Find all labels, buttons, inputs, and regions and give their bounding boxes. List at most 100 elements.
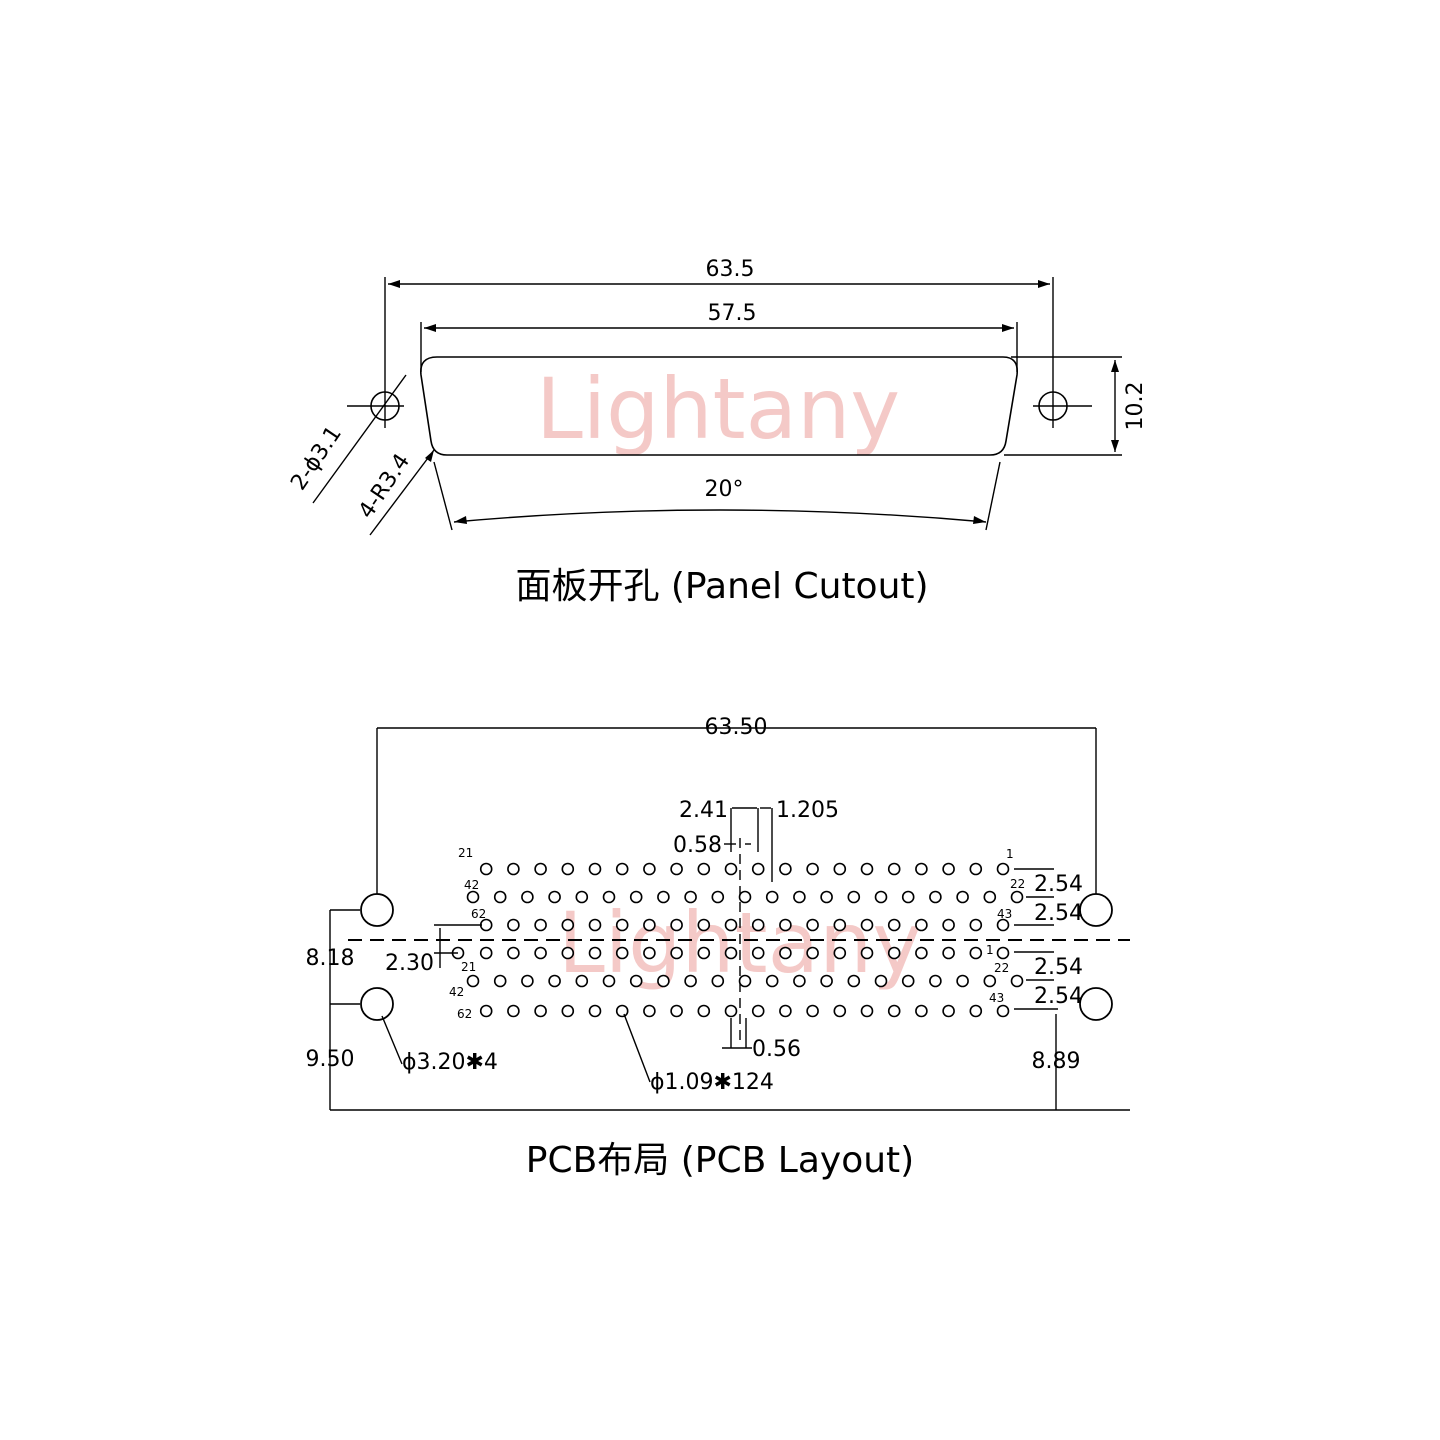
dim-230-label: 2.30 [385,951,434,976]
pin-hole [697,1004,711,1018]
pin-hole [793,890,806,904]
pin-hole-leader: ϕ1.09✱124 [623,1013,774,1095]
pin-hole [724,1004,738,1018]
pin-hole [629,890,643,904]
dim-889-label: 8.89 [1032,1049,1081,1074]
pin-hole [765,890,779,904]
pin-hole [724,918,738,932]
pin-hole [615,918,629,932]
pin-hole [1010,974,1024,988]
pin-hole [765,974,779,988]
pin-hole [887,862,901,876]
pin-hole [793,974,806,988]
dim-pitch-label: 2.54 [1034,872,1083,897]
dim-pin-hole-label: ϕ1.09✱124 [650,1070,774,1095]
pin-hole [887,918,901,932]
mount-hole-leader: ϕ3.20✱4 [381,1015,498,1075]
dim-shell-width: 57.5 [420,301,1018,372]
pcb-layout-view: Lightany 63.50 2.41 1.205 [306,715,1130,1181]
pin-hole [847,974,861,988]
pin-hole [643,1004,656,1018]
dim-hole-label: 2-ϕ3.1 [286,422,347,495]
pin-hole [996,862,1010,876]
pin-hole [629,974,643,988]
pin-hole [534,862,547,876]
pin-hole [507,946,520,960]
pin-hole [806,918,819,932]
dim-left-vertical: 8.18 9.50 [306,909,360,1110]
pin-hole [983,974,997,988]
pin-hole [493,890,507,904]
dim-241-label: 2.41 [679,798,728,823]
pin-hole [534,946,547,960]
pin-hole [929,890,942,904]
pin-hole [615,946,629,960]
pin-hole [956,890,969,904]
pin-hole [779,1004,792,1018]
pin-hole [996,918,1010,932]
pin-hole [996,1004,1010,1018]
pin-hole [779,862,792,876]
pin-hole [887,1004,901,1018]
pin-hole [561,1004,575,1018]
dim-230: 2.30 [385,924,482,976]
dim-818-label: 8.18 [306,946,355,971]
pin-hole [466,974,480,988]
pin-hole [493,974,507,988]
dim-height-label: 10.2 [1123,382,1148,431]
dim-row-offsets: 2.41 1.205 0.58 [673,798,839,882]
pin-hole [575,974,589,988]
panel-hole-left [347,384,404,428]
pin-hole [806,1004,819,1018]
pin-hole [479,862,493,876]
pin-hole [820,974,833,988]
pin-label: 1 [1006,847,1014,861]
pin-hole-array [451,862,1024,1018]
dim-056-label: 0.56 [752,1037,801,1062]
pin-hole [969,918,983,932]
dim-pitch-label: 2.54 [1034,984,1083,1009]
pin-hole [711,974,725,988]
pin-hole [588,946,602,960]
pin-hole [724,946,738,960]
pin-label: 22 [1010,877,1025,891]
pin-hole [521,974,534,988]
dim-overall-panel: 63.5 [384,257,1054,386]
pin-hole [684,974,697,988]
pin-hole [751,1004,765,1018]
dim-overall-pcb-label: 63.50 [705,715,768,740]
panel-cutout-view: Lightany 63.5 57.5 [286,257,1148,607]
pin-hole [479,918,493,932]
dim-1205-label: 1.205 [776,798,839,823]
pin-hole [779,946,792,960]
pin-hole [942,946,955,960]
pin-hole [751,946,765,960]
pin-hole [969,1004,983,1018]
panel-hole-right [1033,386,1092,428]
pin-hole [684,890,697,904]
pin-hole [507,918,520,932]
pin-hole [915,1004,928,1018]
pin-hole [806,862,819,876]
pin-label: 42 [449,985,464,999]
pin-hole [833,946,847,960]
pin-hole [860,946,874,960]
pin-hole [561,946,575,960]
dim-950-label: 9.50 [306,1047,355,1072]
pin-hole [697,946,711,960]
pin-hole [602,890,616,904]
pin-hole [670,862,683,876]
pin-hole [887,946,901,960]
pin-hole [942,918,955,932]
pcb-mount-hole [360,893,394,927]
pin-hole [901,974,915,988]
pin-label: 21 [458,846,473,860]
pin-label: 62 [457,1007,472,1021]
pin-hole [521,890,534,904]
pin-hole [534,1004,547,1018]
pin-hole [670,918,683,932]
dim-889: 8.89 [1032,1014,1081,1110]
pin-hole [561,918,575,932]
pin-hole [670,946,683,960]
dim-056: 0.56 [722,1018,801,1062]
